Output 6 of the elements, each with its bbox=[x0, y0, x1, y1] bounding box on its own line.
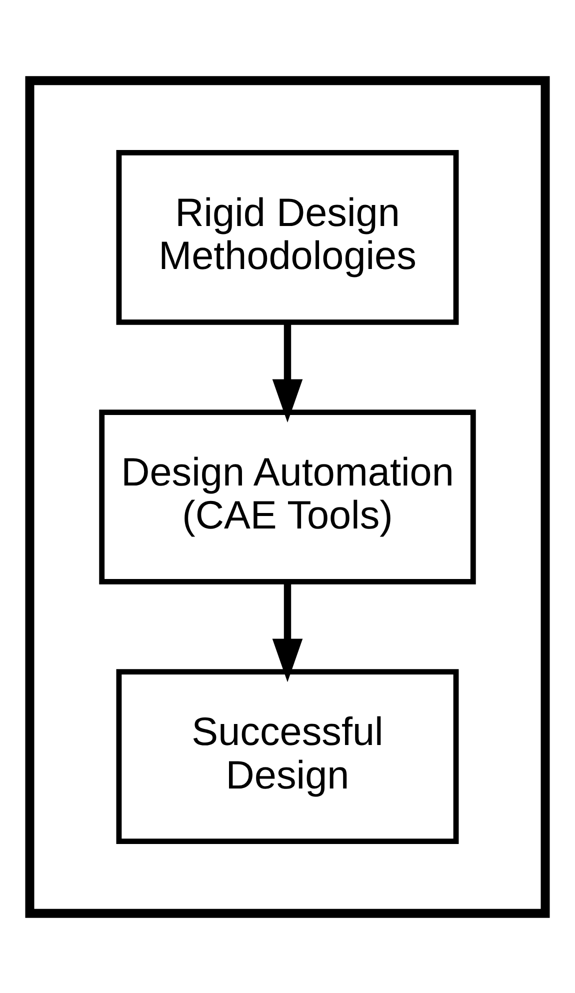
node-box: Successful Design bbox=[116, 668, 459, 844]
node-box: Design Automation (CAE Tools) bbox=[99, 409, 476, 584]
node-box: Rigid Design Methodologies bbox=[116, 150, 459, 324]
cluster bbox=[25, 76, 550, 918]
arrow bbox=[272, 581, 303, 682]
arrow bbox=[272, 322, 303, 422]
